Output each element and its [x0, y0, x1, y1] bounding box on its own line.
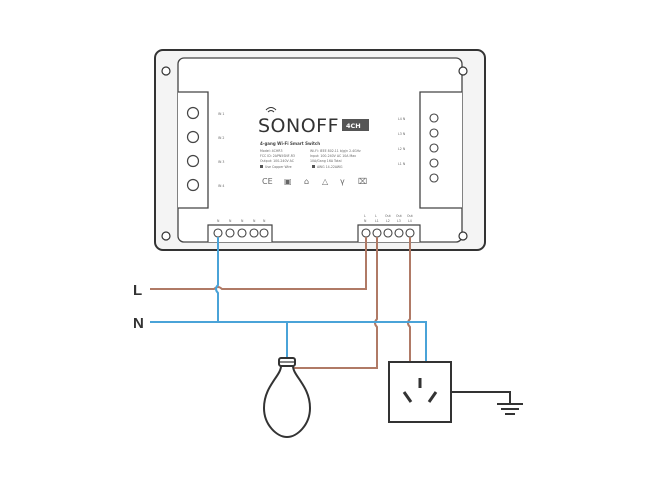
- neutral-main-wire: [150, 321, 427, 362]
- model-badge: 4CH: [346, 122, 361, 130]
- bottom-left-label: N: [241, 219, 244, 223]
- ground-icon: [451, 391, 523, 415]
- spec-text: Output: 100-240V AC: [260, 159, 295, 163]
- brand-area: SONOFF 4CH 4-gang Wi-Fi Smart Switch Mod…: [258, 107, 369, 186]
- spec-text: FCC ID: 2APN5SNF-R3: [260, 154, 295, 158]
- bottom-right-label-top: Out: [396, 214, 403, 218]
- live-bulb-wire: [290, 237, 378, 369]
- live-main-wire: [150, 237, 367, 290]
- spec-text: 10A/Gang 16A Total: [310, 159, 342, 163]
- live-socket-wire: [407, 237, 411, 362]
- indoor-mark: ⌂: [304, 177, 309, 186]
- left-terminal-label: IN 4: [218, 184, 224, 188]
- neutral-device-wire: [215, 237, 219, 322]
- bottom-right-label-bottom: N: [364, 219, 367, 223]
- spec-text: Model: 4CHR3: [260, 149, 283, 153]
- bottom-right-label-bottom: L4: [408, 219, 412, 223]
- mount-hole: [458, 66, 468, 76]
- ce-mark: CE: [262, 177, 273, 186]
- spec-text: Wi-Fi: IEEE 802.11 b/g/n 2.4GHz: [310, 149, 361, 153]
- right-terminal-block: L4 N L3 N L2 N L1 N: [398, 91, 462, 209]
- right-terminal-label: L1 N: [398, 162, 406, 166]
- class-ii-mark: ▣: [284, 177, 292, 186]
- brand-logo: SONOFF: [258, 115, 339, 137]
- bottom-left-label: N: [229, 219, 232, 223]
- weee-mark: ⌧: [358, 177, 367, 186]
- mount-hole: [161, 231, 171, 241]
- bottom-right-label-bottom: L1: [375, 219, 379, 223]
- bottom-right-label-top: Out: [407, 214, 414, 218]
- bottom-right-label-bottom: L2: [386, 219, 390, 223]
- bottom-left-label: N: [263, 219, 266, 223]
- bottom-left-label: N: [217, 219, 220, 223]
- bottom-right-terminal-block: L L Out Out Out N L1 L2 L3 L4: [357, 214, 421, 242]
- light-bulb-icon: [262, 357, 312, 439]
- bottom-right-label-bottom: L3: [397, 219, 401, 223]
- left-terminal-label: IN 2: [218, 136, 224, 140]
- mount-hole: [161, 66, 171, 76]
- neutral-label: N: [133, 315, 144, 332]
- switch-device: IN 1 IN 2 IN 3 IN 4 L4 N L3 N L2 N L1 N: [154, 49, 486, 251]
- wifi-icon: [265, 107, 277, 113]
- wiring-note: AWG 14-22AWG: [317, 165, 343, 169]
- wiring-note: Use Copper Wire: [265, 165, 292, 169]
- power-socket-icon: [388, 361, 452, 423]
- conformity-mark: γ: [340, 177, 345, 186]
- bottom-left-label: N: [253, 219, 256, 223]
- device-subtitle: 4-gang Wi-Fi Smart Switch: [260, 141, 320, 146]
- live-wires: [150, 237, 411, 369]
- bottom-right-label-top: L: [375, 214, 377, 218]
- bottom-right-label-top: Out: [385, 214, 392, 218]
- right-terminal-label: L3 N: [398, 132, 406, 136]
- neutral-wires: [150, 237, 427, 362]
- spec-text: Input: 100-240V AC 10A Max: [310, 154, 356, 158]
- left-terminal-label: IN 1: [218, 112, 224, 116]
- bottom-right-label-top: L: [364, 214, 366, 218]
- warning-mark: △: [322, 177, 329, 186]
- right-terminal-label: L4 N: [398, 117, 406, 121]
- live-label: L: [133, 282, 142, 299]
- right-terminal-label: L2 N: [398, 147, 406, 151]
- bottom-left-terminal-block: N N N N N: [207, 219, 273, 242]
- left-terminal-label: IN 3: [218, 160, 224, 164]
- mount-hole: [458, 231, 468, 241]
- left-terminal-block: IN 1 IN 2 IN 3 IN 4: [178, 91, 224, 209]
